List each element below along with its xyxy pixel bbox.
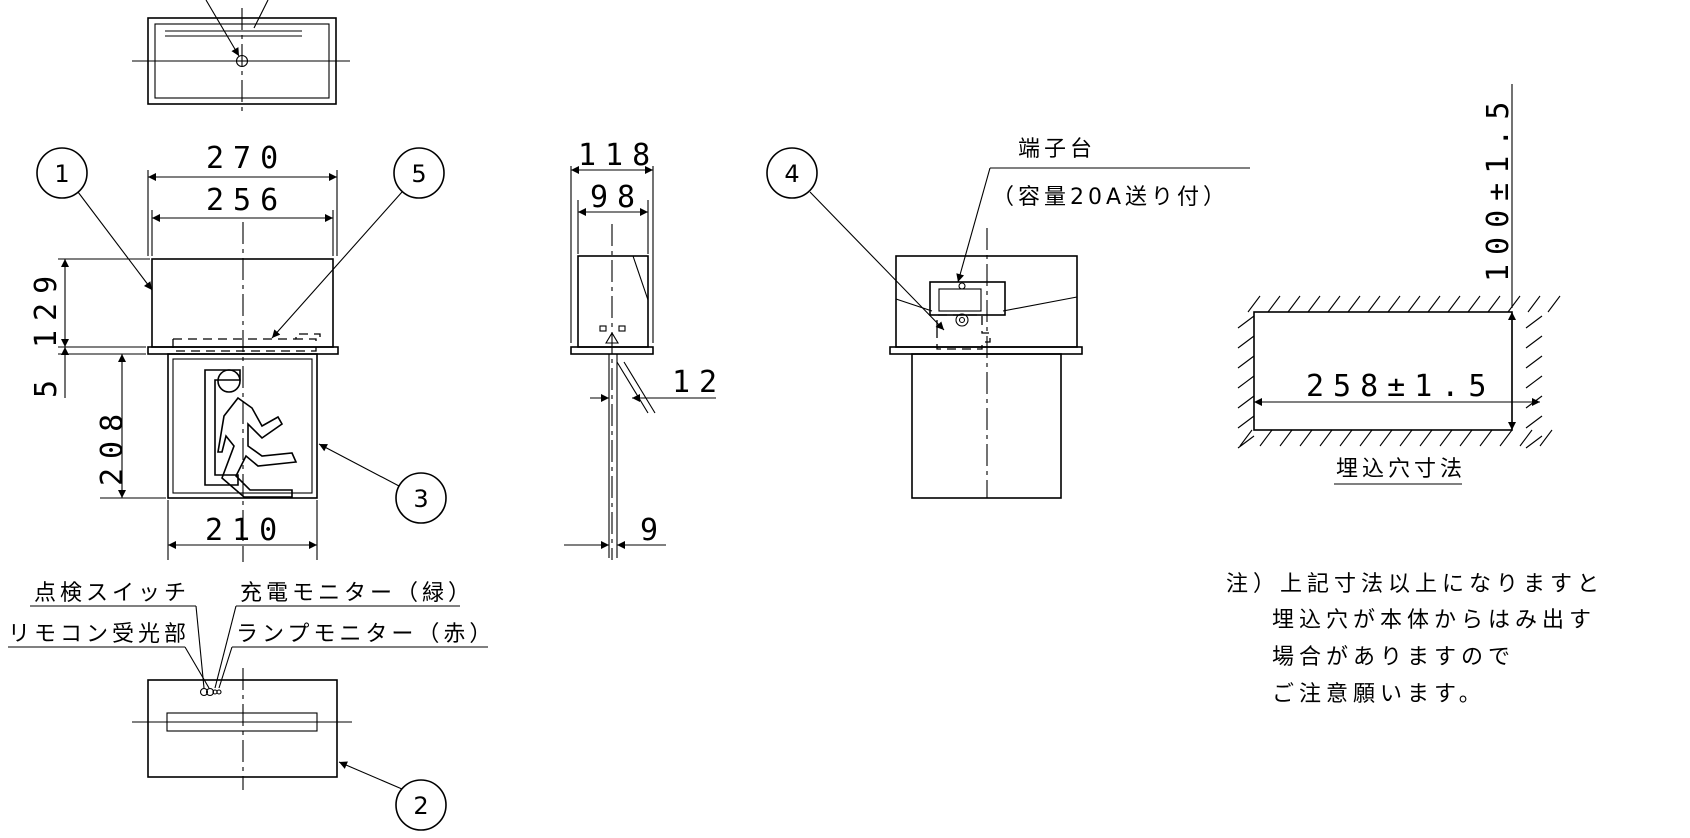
callout-2: 2 <box>338 761 447 831</box>
dim-depth-inner: 98 <box>590 180 644 215</box>
cutout-title: 埋込穴寸法 <box>1336 457 1466 482</box>
dim-panel-thickness-2: 9 <box>640 513 667 548</box>
label-terminal-capacity: （容量20A送り付） <box>992 185 1229 210</box>
note-line-3: 場合がありますので <box>1272 645 1515 670</box>
note-line-1: 注）上記寸法以上になりますと <box>1226 572 1604 597</box>
cutout-diagram: 100±1.5 258±1.5 埋込穴寸法 <box>1237 84 1561 485</box>
note-line-2: 埋込穴が本体からはみ出す <box>1272 608 1596 633</box>
svg-text:4: 4 <box>784 160 799 188</box>
label-terminal-block: 端子台 <box>1018 137 1096 162</box>
note-line-4: ご注意願います。 <box>1272 682 1486 707</box>
label-lamp-monitor: ランプモニター（赤） <box>236 622 495 647</box>
dim-panel-height: 208 <box>95 405 130 486</box>
dim-height-body: 129 <box>29 267 64 348</box>
terminal-label: 端子台 （容量20A送り付） <box>956 137 1250 283</box>
indicator-labels: 点検スイッチ リモコン受光部 充電モニター（緑） ランプモニター（赤） <box>8 581 495 689</box>
callout-4: 4 <box>766 147 945 331</box>
label-remote-receiver: リモコン受光部 <box>8 622 190 647</box>
dim-depth-outer: 118 <box>578 138 659 173</box>
callout-5: 5 <box>271 147 445 339</box>
callout-3: 3 <box>318 443 447 524</box>
svg-text:1: 1 <box>54 160 69 188</box>
dim-width-inner: 256 <box>206 183 287 218</box>
front-view: 270 256 129 5 208 210 <box>29 141 339 562</box>
hatching <box>1237 295 1561 449</box>
svg-text:2: 2 <box>413 792 428 820</box>
caution-note: 注）上記寸法以上になりますと 埋込穴が本体からはみ出す 場合がありますので ご注… <box>1226 572 1604 707</box>
dim-panel-width: 210 <box>205 513 286 548</box>
svg-text:5: 5 <box>411 160 426 188</box>
dim-flange: 5 <box>29 371 64 398</box>
label-inspection-switch: 点検スイッチ <box>34 581 190 606</box>
rear-view <box>889 228 1083 499</box>
dim-width-outer: 270 <box>206 141 287 176</box>
top-view <box>132 0 350 112</box>
svg-text:3: 3 <box>413 485 428 513</box>
dim-cutout-depth: 100±1.5 <box>1481 93 1516 282</box>
bottom-view <box>132 668 352 790</box>
callout-1: 1 <box>36 147 153 291</box>
dim-cutout-width: 258±1.5 <box>1306 369 1495 404</box>
side-view: 118 98 12 9 <box>564 138 726 560</box>
dim-panel-thickness-1: 12 <box>672 365 726 400</box>
running-man-icon <box>204 369 298 498</box>
label-charge-monitor: 充電モニター（緑） <box>240 581 474 606</box>
